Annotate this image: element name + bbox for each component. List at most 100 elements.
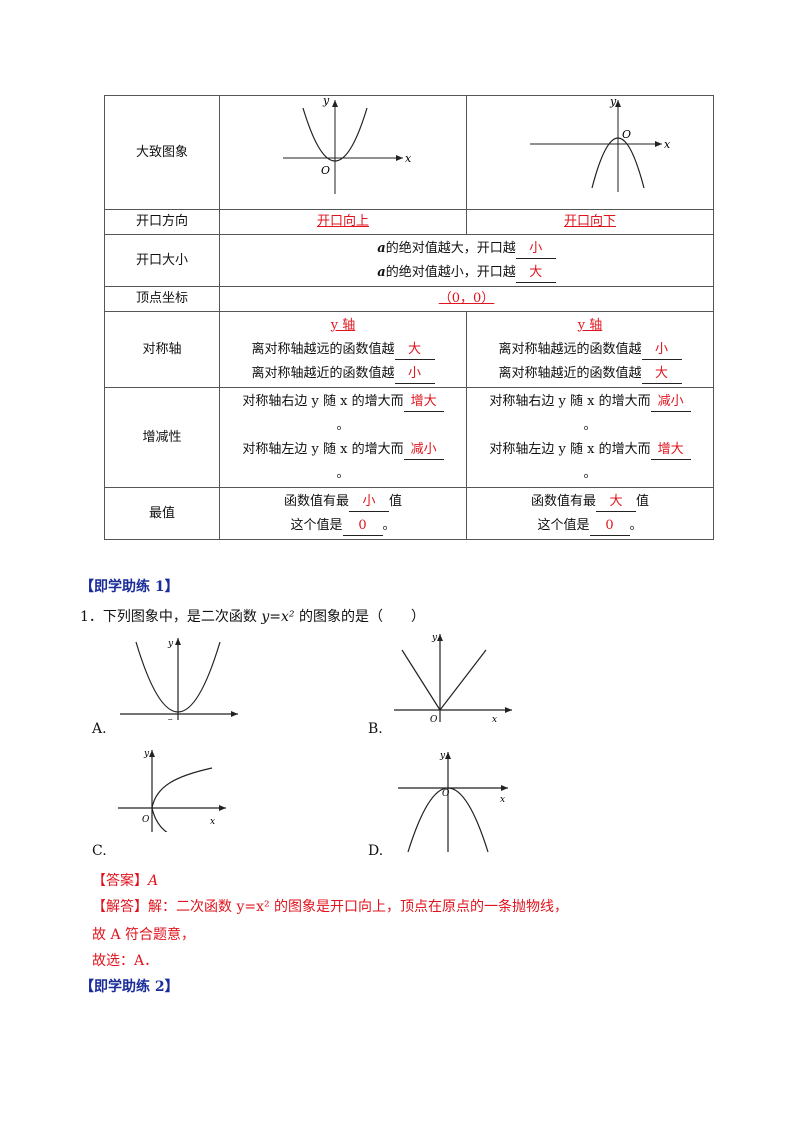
row-size: 开口大小 a的绝对值越大，开口越小 a的绝对值越小，开口越大 <box>104 234 714 287</box>
size-line1-text: 的绝对值越大，开口越 <box>385 240 516 256</box>
option-c-label[interactable]: C. <box>92 843 107 859</box>
blank: 小 <box>349 493 389 512</box>
size-blank-1: 小 <box>515 240 556 259</box>
question-pre: 下列图象中，是二次函数 <box>102 609 262 625</box>
near-text: 离对称轴越近的函数值越 <box>251 365 395 381</box>
question-post: 的图象的是（ ） <box>294 609 425 625</box>
mono-right-cell: 对称轴右边 y 随 x 的增大而减小 。 对称轴左边 y 随 x 的增大而增大 … <box>466 387 714 488</box>
extreme-post2: 。 <box>382 517 396 533</box>
direction-down: 开口向下 <box>563 214 616 229</box>
x-axis-label: x <box>405 152 412 165</box>
row-direction: 开口方向 开口向上 开口向下 <box>104 209 714 235</box>
mono-right-text: 对称轴右边 y 随 x 的增大而 <box>489 393 651 409</box>
mono-left-text: 对称轴左边 y 随 x 的增大而 <box>242 441 404 457</box>
upward-parabola-graph: y x O <box>283 94 412 194</box>
blank: 小 <box>394 365 435 384</box>
explanation-line-2: 故 A 符合题意， <box>92 927 196 943</box>
graph-downward: y x O <box>466 95 714 210</box>
row-label: 大致图象 <box>104 95 220 210</box>
y-axis-label: y <box>322 96 330 107</box>
explanation-line-3: 故选：A． <box>92 953 159 969</box>
option-d-label[interactable]: D. <box>368 843 384 859</box>
extreme-post: 值 <box>636 493 650 509</box>
direction-up: 开口向上 <box>316 214 369 229</box>
y-axis-label: y <box>609 96 617 108</box>
axis-title: y 轴 <box>577 317 603 333</box>
graph-upward: y x O <box>219 94 467 210</box>
section-title-1: 【即学助练 1】 <box>80 579 179 595</box>
blank: 0 <box>342 517 383 536</box>
option-b-label[interactable]: B. <box>368 721 383 737</box>
var-a: a <box>377 264 386 280</box>
explain-text: 解：二次函数 y=x² 的图象是开口向上，顶点在原点的一条抛物线， <box>148 899 569 915</box>
extreme-post2: 。 <box>629 517 643 533</box>
origin-label: O <box>142 815 150 825</box>
period: 。 <box>336 465 350 481</box>
blank: 增大 <box>650 441 691 460</box>
row-label: 开口大小 <box>104 234 220 287</box>
option-a-label[interactable]: A. <box>92 721 107 737</box>
mono-left-text: 对称轴左边 y 随 x 的增大而 <box>489 441 651 457</box>
y-axis-label: y <box>439 751 446 761</box>
row-graph: 大致图象 y x O <box>104 94 714 210</box>
size-line2-text: 的绝对值越小，开口越 <box>385 264 516 280</box>
size-cell: a的绝对值越大，开口越小 a的绝对值越小，开口越大 <box>219 234 714 287</box>
blank: 小 <box>641 341 682 360</box>
question-text: 1．下列图象中，是二次函数 y=x² 的图象的是（ ） <box>80 606 425 626</box>
axis-title: y 轴 <box>330 317 356 333</box>
var-a: a <box>377 240 386 256</box>
answer-value: A <box>148 873 159 889</box>
y-axis-label: y <box>431 633 438 643</box>
row-label: 对称轴 <box>104 311 220 388</box>
extreme-text2: 这个值是 <box>290 517 343 533</box>
question-number: 1． <box>80 609 103 625</box>
period: 。 <box>336 417 350 433</box>
row-vertex: 顶点坐标 （0，0） <box>104 286 714 312</box>
mono-right-text: 对称轴右边 y 随 x 的增大而 <box>242 393 404 409</box>
origin-label: O <box>622 128 631 141</box>
size-blank-2: 大 <box>515 264 556 283</box>
x-axis-label: x <box>500 795 505 805</box>
row-monotonic: 增减性 对称轴右边 y 随 x 的增大而增大 。 对称轴左边 y 随 x 的增大… <box>104 387 714 488</box>
period: 。 <box>583 465 597 481</box>
extreme-post: 值 <box>389 493 403 509</box>
y-axis-label: y <box>167 639 174 649</box>
option-a-graph[interactable]: y O <box>118 634 242 720</box>
option-c-graph[interactable]: y x O <box>116 746 230 832</box>
far-text: 离对称轴越远的函数值越 <box>498 341 642 357</box>
row-axis: 对称轴 y 轴 离对称轴越远的函数值越大 离对称轴越近的函数值越小 y 轴 离对… <box>104 311 714 388</box>
vertex-value: （0，0） <box>438 291 495 306</box>
blank: 大 <box>596 493 636 512</box>
extreme-text: 函数值有最 <box>283 493 349 509</box>
explanation-line: 【解答】解：二次函数 y=x² 的图象是开口向上，顶点在原点的一条抛物线， <box>92 896 568 916</box>
x-axis-label: x <box>210 817 215 827</box>
extreme-text2: 这个值是 <box>537 517 590 533</box>
question-formula: y=x² <box>261 609 295 625</box>
explain-label: 【解答】 <box>92 899 148 915</box>
x-axis-label: x <box>492 715 497 724</box>
blank: 大 <box>641 365 682 384</box>
option-b-graph[interactable]: y x O <box>392 630 516 724</box>
y-axis-label: y <box>143 749 150 759</box>
mono-left-cell: 对称轴右边 y 随 x 的增大而增大 。 对称轴左边 y 随 x 的增大而减小 … <box>219 387 467 488</box>
row-label: 开口方向 <box>104 209 220 235</box>
blank: 减小 <box>403 441 444 460</box>
blank: 减小 <box>650 393 691 412</box>
properties-table: 大致图象 y x O <box>104 94 714 540</box>
section-title-2: 【即学助练 2】 <box>80 979 179 995</box>
period: 。 <box>583 417 597 433</box>
option-d-graph[interactable]: y x O <box>396 748 512 856</box>
blank: 大 <box>394 341 435 360</box>
origin-label: O <box>430 715 438 724</box>
axis-left-cell: y 轴 离对称轴越远的函数值越大 离对称轴越近的函数值越小 <box>219 311 467 388</box>
near-text: 离对称轴越近的函数值越 <box>498 365 642 381</box>
answer-label: 【答案】 <box>92 873 148 889</box>
blank: 0 <box>589 517 630 536</box>
extreme-text: 函数值有最 <box>530 493 596 509</box>
far-text: 离对称轴越远的函数值越 <box>251 341 395 357</box>
x-axis-label: x <box>664 138 670 151</box>
origin-label: O <box>321 164 330 177</box>
